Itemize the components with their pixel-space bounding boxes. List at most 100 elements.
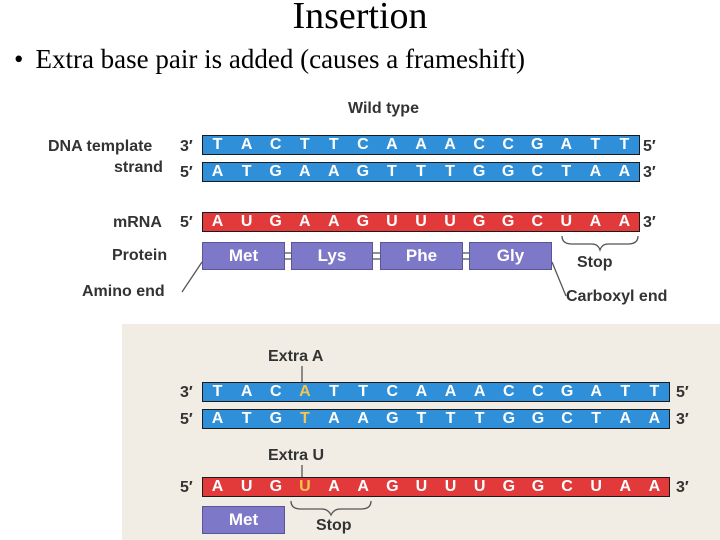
w-template-base: A (415, 136, 427, 153)
wild-template-3-end: 3′ (180, 138, 193, 155)
w-template-base: C (473, 136, 485, 153)
m-coding-base: G (502, 410, 516, 427)
w-coding-base: T (445, 163, 455, 180)
w-mrna-base: C (531, 213, 543, 230)
w-coding-base: T (416, 163, 426, 180)
m-coding-base: T (591, 410, 602, 427)
w-coding-base: A (589, 163, 602, 180)
wild-stop-brace (561, 235, 639, 253)
w-mrna-base: G (472, 213, 486, 230)
m-coding-base: T (241, 410, 252, 427)
w-template-base: A (560, 136, 573, 153)
w-mrna-base: A (298, 213, 311, 230)
wild-type-heading: Wild type (348, 100, 419, 117)
w-coding-base: A (211, 163, 224, 180)
w-template-base: T (212, 136, 223, 153)
w-mrna-base: G (269, 213, 282, 230)
w-mrna-base: U (444, 213, 456, 230)
w-coding-base: G (269, 163, 282, 180)
w-mrna-base: G (356, 213, 370, 230)
strand-label: strand (114, 159, 163, 176)
m-template-base: A (444, 383, 457, 400)
m-coding-base: A (328, 410, 340, 427)
m-template-base: G (560, 383, 574, 400)
m-coding-base: A (211, 410, 224, 427)
wild-amino-acid-phe: Phe (380, 242, 463, 270)
m-template-base: A (299, 383, 311, 400)
mutant-mrna-3-end: 3′ (676, 479, 689, 496)
m-template-base: A (415, 383, 428, 400)
m-mrna-base: G (502, 478, 516, 495)
m-mrna-base: U (590, 478, 602, 495)
mutant-panel (122, 324, 720, 540)
w-mrna-base: A (328, 213, 340, 230)
m-mrna-base: U (473, 478, 486, 495)
w-template-base: A (444, 136, 456, 153)
m-template-base: A (590, 383, 602, 400)
mrna-label: mRNA (113, 214, 162, 231)
mutant-amino-acid-met: Met (202, 506, 285, 534)
bullet-point: • Extra base pair is added (causes a fram… (14, 44, 525, 75)
m-coding-base: T (445, 410, 456, 427)
m-mrna-base: U (299, 478, 311, 495)
m-coding-base: G (269, 410, 283, 427)
m-mrna-base: U (240, 478, 253, 495)
w-template-base: G (530, 136, 544, 153)
m-coding-base: G (531, 410, 545, 427)
amino-end-pointer (181, 261, 203, 293)
w-coding-base: A (298, 163, 311, 180)
w-coding-base: G (501, 163, 515, 180)
m-mrna-base: A (211, 478, 224, 495)
m-coding-base: A (357, 410, 369, 427)
m-coding-base: C (561, 410, 573, 427)
m-mrna-base: A (357, 478, 369, 495)
wild-template-5-end: 5′ (643, 138, 656, 155)
w-coding-base: A (328, 163, 340, 180)
amino-end-label: Amino end (82, 283, 165, 300)
m-coding-base: A (648, 410, 661, 427)
extra-a-label: Extra A (268, 348, 324, 365)
protein-label: Protein (112, 247, 168, 264)
m-template-base: C (532, 383, 544, 400)
w-template-base: T (328, 136, 339, 153)
m-coding-base: T (416, 410, 427, 427)
bullet-text: Extra base pair is added (causes a frame… (35, 44, 525, 74)
m-template-base: C (503, 383, 515, 400)
w-template-base: A (386, 136, 398, 153)
mutant-coding-5-end: 5′ (180, 411, 193, 428)
wild-amino-acid-met: Met (202, 242, 285, 270)
m-coding-base: A (619, 410, 632, 427)
m-mrna-base: A (328, 478, 340, 495)
extra-u-label: Extra U (268, 447, 325, 464)
w-mrna-base: G (501, 213, 515, 230)
wild-coding-5-end: 5′ (180, 164, 193, 181)
m-coding-base: T (474, 410, 485, 427)
w-mrna-base: A (211, 213, 224, 230)
m-mrna-base: U (444, 478, 457, 495)
m-template-base: C (386, 383, 399, 400)
w-coding-base: G (472, 163, 486, 180)
w-coding-base: C (531, 163, 543, 180)
w-template-base: C (357, 136, 369, 153)
dna-template-label: DNA template (48, 138, 153, 155)
m-mrna-base: C (561, 478, 573, 495)
mutant-coding-3-end: 3′ (676, 411, 689, 428)
w-mrna-base: U (415, 213, 427, 230)
w-mrna-base: A (618, 213, 631, 230)
m-mrna-base: A (619, 478, 632, 495)
m-mrna-base: U (415, 478, 428, 495)
wild-amino-acid-lys: Lys (291, 242, 373, 270)
w-template-base: A (240, 136, 253, 153)
mutant-template-3-end: 3′ (180, 384, 193, 401)
m-template-base: T (620, 383, 631, 400)
bullet-dot: • (14, 44, 24, 74)
carboxyl-end-pointer (551, 261, 567, 297)
m-mrna-base: G (531, 478, 545, 495)
m-template-base: C (270, 383, 282, 400)
mutant-stop-brace (290, 500, 372, 517)
w-mrna-base: U (386, 213, 398, 230)
